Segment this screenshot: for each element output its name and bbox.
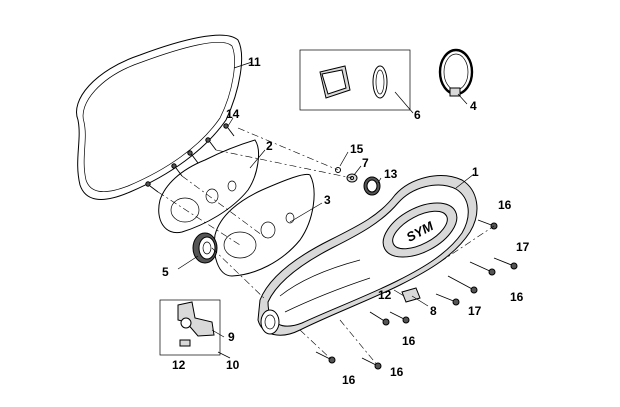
filter-kit-part-6 <box>299 49 411 111</box>
callout-12-bracket: 12 <box>172 358 186 372</box>
callout-1: 1 <box>472 165 479 179</box>
callout-9: 9 <box>228 330 235 344</box>
callout-8: 8 <box>430 304 437 318</box>
callout-15: 15 <box>350 142 364 156</box>
seal-part-5 <box>192 232 218 264</box>
screws-part-14 <box>145 123 235 193</box>
callout-16-right-upper: 16 <box>498 198 512 212</box>
callout-labels: 1 2 3 4 5 6 7 8 9 10 11 12 12 13 14 15 1… <box>162 55 530 387</box>
callout-2: 2 <box>266 139 273 153</box>
oil-seal-part-13 <box>363 176 381 196</box>
callout-16-bottom-right: 16 <box>390 365 404 379</box>
bolts-part-16 <box>315 219 498 370</box>
plate-part-2 <box>158 139 259 234</box>
bracket-part-9 <box>159 299 221 356</box>
callout-14: 14 <box>226 107 240 121</box>
plate-part-3 <box>213 173 315 277</box>
callout-16-middle: 16 <box>402 334 416 348</box>
callout-7: 7 <box>362 156 369 170</box>
callout-11: 11 <box>248 55 261 69</box>
clip-part-8 <box>401 287 421 303</box>
leader-lines <box>177 61 475 359</box>
clamp-part-4 <box>438 48 474 97</box>
alignment-lines <box>157 127 495 367</box>
callout-12-cover: 12 <box>378 288 392 302</box>
gasket-part-11 <box>76 34 243 200</box>
crankcase-cover-part-1 <box>257 175 478 336</box>
callout-16-bottom-left: 16 <box>342 373 356 387</box>
callout-4: 4 <box>470 99 477 113</box>
callout-6: 6 <box>414 108 421 122</box>
callout-13: 13 <box>384 167 398 181</box>
bolts-part-17 <box>435 257 518 306</box>
callout-16-right-lower: 16 <box>510 290 524 304</box>
callout-5: 5 <box>162 265 169 279</box>
callout-10: 10 <box>226 358 240 372</box>
callout-17-lower: 17 <box>468 304 482 318</box>
callout-3: 3 <box>324 193 331 207</box>
callout-17-right: 17 <box>516 240 530 254</box>
